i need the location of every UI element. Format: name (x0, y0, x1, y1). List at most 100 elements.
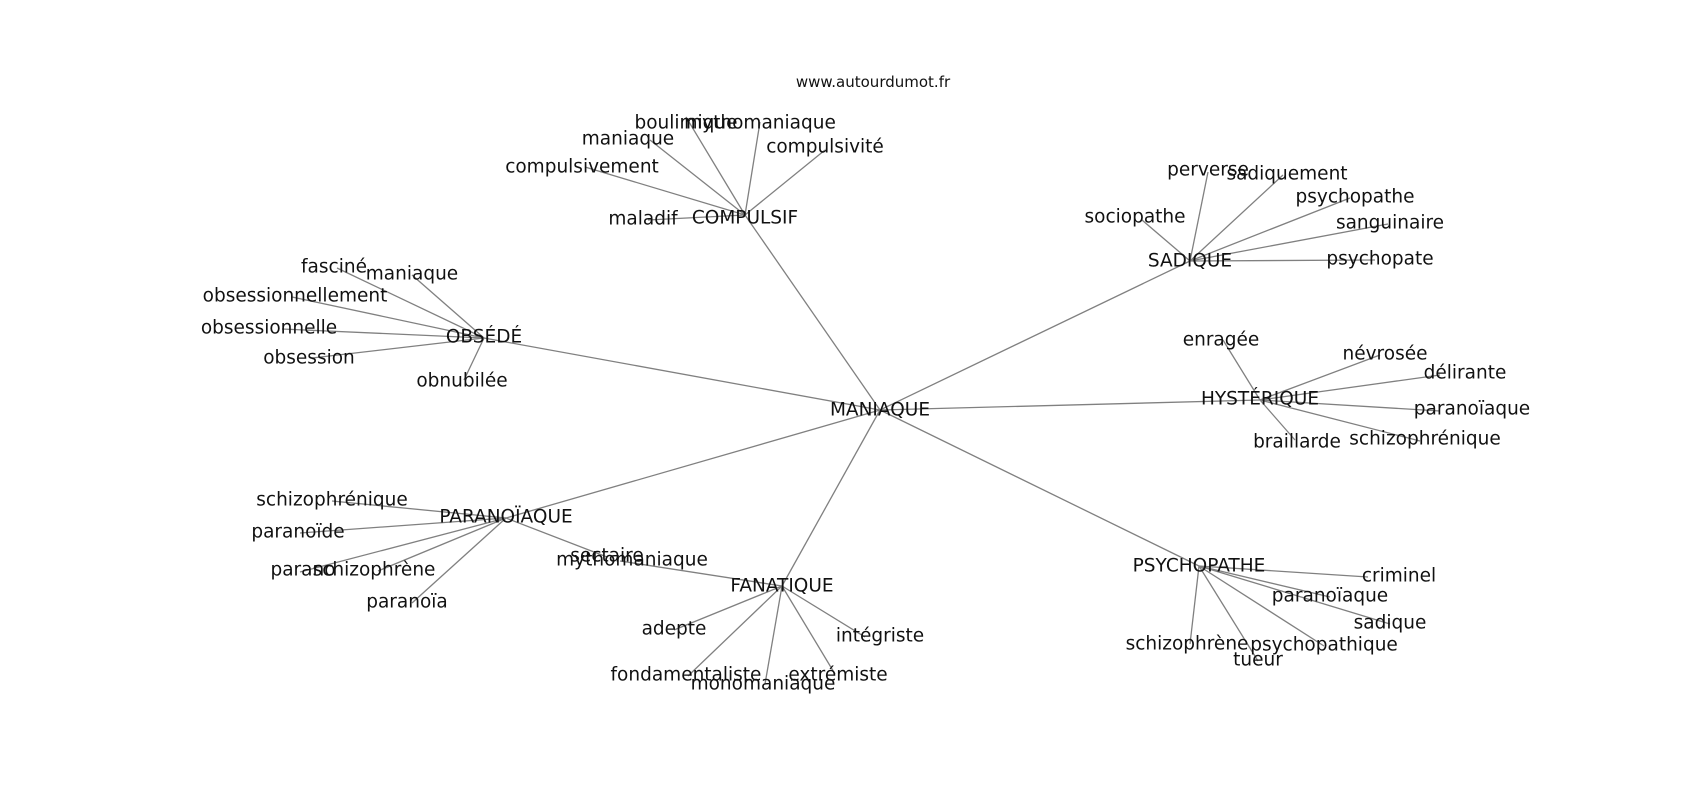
edge-sadique-leaf (1189, 197, 1351, 262)
leaf-label: paranoïaque (1414, 399, 1530, 420)
edge-psychopathe-leaf (1198, 565, 1391, 625)
center-node-label: MANIAQUE (830, 400, 930, 421)
edge-obsede-leaf (291, 296, 485, 339)
edge-center-sadique (879, 260, 1191, 411)
leaf-label: mythomaniaque (684, 113, 836, 134)
hub-label-compulsif: COMPULSIF (692, 208, 798, 229)
edge-compulsif-leaf (744, 121, 761, 216)
leaf-label: braillarde (1253, 432, 1341, 453)
edge-obsede-leaf (463, 337, 485, 381)
edge-compulsif-leaf (649, 139, 746, 216)
leaf-label: obnubilée (416, 371, 507, 392)
hub-label-fanatique: FANATIQUE (730, 576, 833, 597)
leaf-label: compulsivité (766, 137, 884, 158)
leaf-label: psychopathique (1250, 635, 1398, 656)
labels: MANIAQUE COMPULSIF boulimique mythomania… (201, 113, 1530, 695)
leaf-label: obsession (263, 348, 355, 369)
leaf-label: mythomaniaque (556, 550, 708, 571)
leaf-label: schizophrénique (256, 490, 407, 511)
edge-compulsif-leaf (744, 149, 826, 216)
edge-center-fanatique (781, 409, 881, 587)
leaf-label: sanguinaire (1336, 213, 1444, 234)
leaf-label: obsessionnellement (203, 286, 388, 307)
edge-obsede-leaf (281, 328, 485, 339)
edge-obsede-leaf (336, 267, 485, 339)
leaf-label: adepte (642, 619, 707, 640)
edges (281, 116, 1441, 685)
edge-center-psychopathe (879, 409, 1200, 567)
edge-hysterique-leaf (1259, 374, 1441, 401)
edge-paranoiaque-leaf (505, 517, 608, 558)
source-url: www.autourdumot.fr (796, 73, 951, 91)
edge-psychopathe-leaf (1189, 565, 1200, 645)
edge-compulsif-leaf (584, 166, 746, 216)
edge-paranoiaque-leaf (377, 517, 507, 572)
hub-label-obsede: OBSÉDÉ (446, 326, 522, 348)
edge-hysterique-leaf (1222, 339, 1261, 401)
edge-center-compulsif (744, 214, 881, 411)
edge-hysterique-leaf (1259, 399, 1421, 442)
edge-fanatique-leaf (619, 560, 783, 587)
leaf-label: perverse (1167, 160, 1249, 181)
edge-fanatique-leaf (781, 585, 836, 675)
leaf-label: tueur (1233, 650, 1283, 671)
leaf-label: extrémiste (788, 665, 887, 686)
edge-hysterique-leaf (1259, 399, 1441, 412)
leaf-label: fondamentaliste (611, 665, 762, 686)
edge-hysterique-leaf (1259, 354, 1381, 401)
edge-center-paranoiaque (505, 409, 881, 519)
hub-label-psychopathe: PSYCHOPATHE (1133, 556, 1266, 577)
leaf-label: paranoïaque (1272, 586, 1388, 607)
edge-fanatique-leaf (687, 585, 783, 677)
leaf-label: névrosée (1343, 344, 1428, 365)
edge-sadique-leaf (1189, 259, 1376, 262)
edge-paranoiaque-leaf (299, 517, 507, 573)
hub-label-sadique: SADIQUE (1148, 251, 1232, 272)
leaf-label: délirante (1424, 363, 1507, 384)
leaf-label: sociopathe (1084, 207, 1185, 228)
leaf-label: sadique (1354, 613, 1427, 634)
edge-fanatique-leaf (673, 585, 783, 631)
edge-fanatique-leaf (781, 585, 866, 638)
leaf-label: sadiquement (1226, 164, 1347, 185)
edge-obsede-leaf (311, 337, 485, 359)
leaf-label: schizophrénique (1349, 429, 1500, 450)
leaf-label: psychopathe (1296, 187, 1415, 208)
edge-psychopathe-leaf (1198, 565, 1259, 662)
edge-paranoiaque-leaf (411, 517, 507, 604)
edge-sadique-leaf (1189, 223, 1389, 262)
edge-psychopathe-leaf (1198, 565, 1325, 647)
leaf-label: paranoïa (366, 592, 448, 613)
edge-center-hysterique (879, 399, 1261, 411)
leaf-label: criminel (1362, 566, 1436, 587)
edge-center-obsede (483, 337, 881, 411)
leaf-label: obsessionnelle (201, 318, 337, 339)
leaf-label: intégriste (836, 626, 924, 647)
edge-fanatique-leaf (764, 585, 783, 685)
edge-paranoiaque-leaf (331, 500, 507, 519)
leaf-label: paranoïde (251, 522, 344, 543)
leaf-label: psychopate (1326, 249, 1433, 270)
leaf-label: fasciné (301, 257, 367, 278)
edge-sadique-leaf (1189, 171, 1209, 262)
hub-label-hysterique: HYSTÉRIQUE (1201, 388, 1319, 410)
edge-psychopathe-leaf (1198, 565, 1369, 578)
leaf-label: compulsivement (505, 157, 659, 178)
edge-sadique-leaf (1141, 219, 1191, 262)
leaf-label: enragée (1183, 330, 1260, 351)
leaf-label: maladif (608, 209, 678, 230)
edge-hysterique-leaf (1259, 399, 1296, 441)
leaf-label: maniaque (582, 129, 674, 150)
leaf-label: parano (270, 560, 335, 581)
leaf-label: maniaque (366, 264, 458, 285)
edge-paranoiaque-leaf (299, 517, 507, 534)
edge-compulsif-leaf (685, 116, 746, 216)
leaf-label: schizophrène (313, 560, 436, 581)
edge-obsede-leaf (411, 274, 485, 339)
leaf-label: sectaire (570, 546, 644, 567)
leaf-label: schizophrène (1126, 634, 1249, 655)
edge-compulsif-leaf (647, 214, 746, 221)
edge-psychopathe-leaf (1198, 565, 1331, 598)
edge-sadique-leaf (1189, 174, 1284, 262)
